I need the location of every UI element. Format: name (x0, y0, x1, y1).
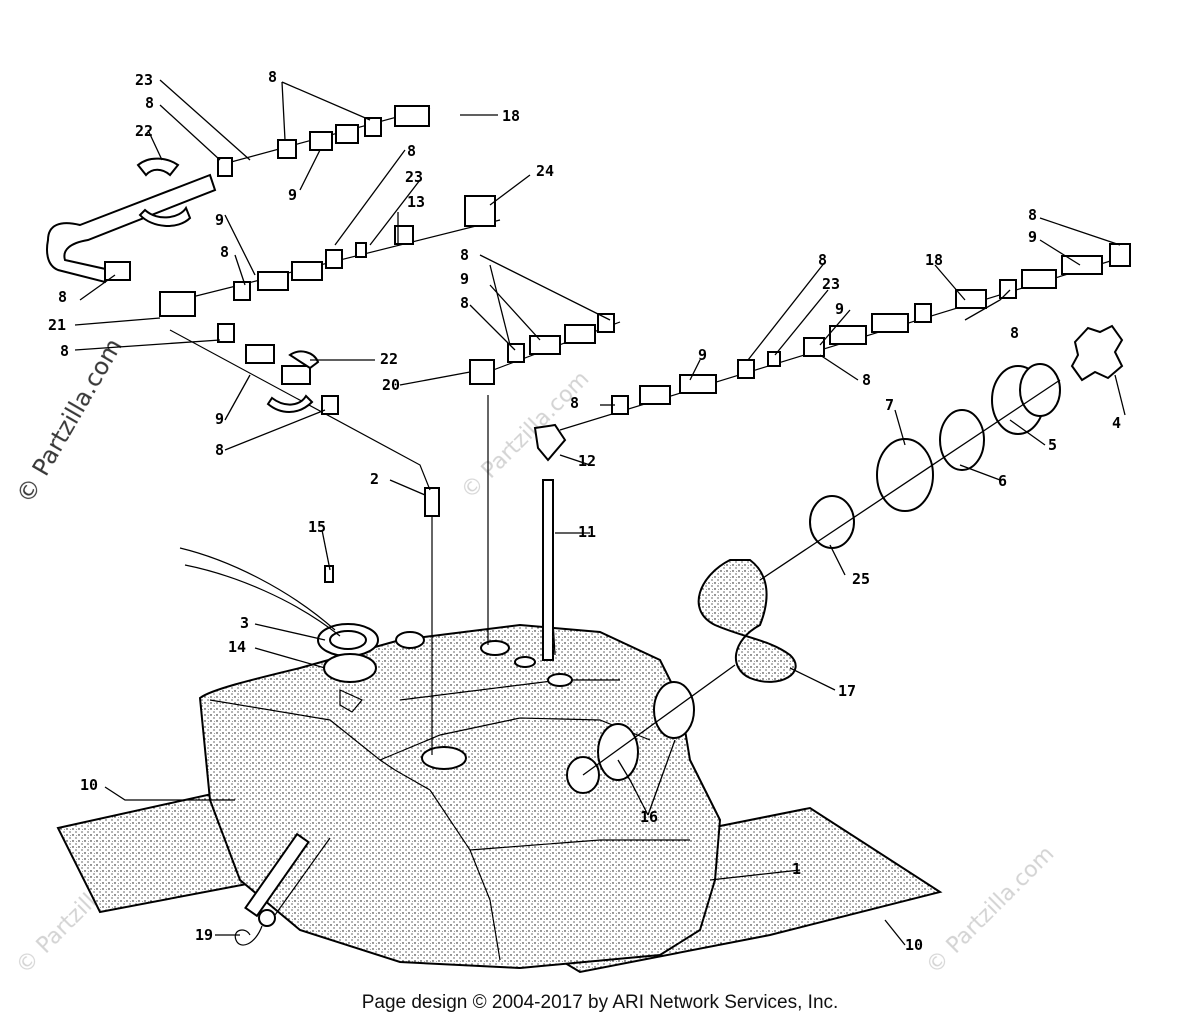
callout-14: 14 (228, 638, 246, 656)
callout-8: 8 (220, 243, 229, 261)
filler-neck-ring (876, 438, 934, 512)
callout-18: 18 (502, 107, 520, 125)
watermark-tile: © Partzilla.com (457, 367, 595, 505)
filler-neck (991, 363, 1061, 435)
callout-labels: 23 8 8 18 22 9 8 23 13 24 9 8 8 21 8 22 … (48, 68, 1121, 954)
callout-8: 8 (460, 294, 469, 312)
callout-9: 9 (215, 410, 224, 428)
fuel-cap (1070, 324, 1124, 382)
leader-lines (74, 79, 1126, 946)
callout-21: 21 (48, 316, 66, 334)
callout-11: 11 (578, 523, 596, 541)
callout-8: 8 (60, 342, 69, 360)
assembly-axis-clamps (582, 664, 736, 776)
callout-22: 22 (135, 122, 153, 140)
callout-9: 9 (835, 300, 844, 318)
callout-20: 20 (382, 376, 400, 394)
callout-9: 9 (215, 211, 224, 229)
filler-hose (697, 559, 797, 683)
callout-8: 8 (1028, 206, 1037, 224)
callout-18: 18 (925, 251, 943, 269)
callout-8: 8 (268, 68, 277, 86)
callout-19: 19 (195, 926, 213, 944)
callout-10: 10 (80, 776, 98, 794)
watermark-side: © Partzilla.com (11, 334, 128, 508)
callout-22: 22 (380, 350, 398, 368)
pickup-tubes (424, 395, 567, 755)
callout-8: 8 (215, 441, 224, 459)
callout-15: 15 (308, 518, 326, 536)
hose-clamp-upper (653, 681, 695, 739)
callout-10: 10 (905, 936, 923, 954)
callout-8: 8 (407, 142, 416, 160)
callout-5: 5 (1048, 436, 1057, 454)
fuel-line-assembly (46, 105, 1131, 491)
callout-23: 23 (822, 275, 840, 293)
hose-clamp-lower (597, 723, 639, 781)
callout-8: 8 (570, 394, 579, 412)
fuel-tank (198, 623, 722, 970)
callout-23: 23 (135, 71, 153, 89)
callout-24: 24 (536, 162, 554, 180)
callout-8: 8 (1010, 324, 1019, 342)
callout-3: 3 (240, 614, 249, 632)
callout-12: 12 (578, 452, 596, 470)
copyright-credit: Page design © 2004-2017 by ARI Network S… (361, 992, 839, 1013)
callout-8: 8 (460, 246, 469, 264)
callout-8: 8 (58, 288, 67, 306)
callout-13: 13 (407, 193, 425, 211)
watermark-tile: © Partzilla.com (922, 842, 1060, 980)
callout-17: 17 (838, 682, 856, 700)
callout-8: 8 (862, 371, 871, 389)
callout-9: 9 (1028, 228, 1037, 246)
assembly-axis-filler (759, 379, 1061, 581)
callout-8: 8 (145, 94, 154, 112)
callout-1: 1 (792, 860, 801, 878)
callout-9: 9 (460, 270, 469, 288)
callout-4: 4 (1112, 414, 1121, 432)
callout-7: 7 (885, 396, 894, 414)
callout-9: 9 (698, 346, 707, 364)
callout-8: 8 (818, 251, 827, 269)
filler-gasket (939, 409, 985, 471)
callout-6: 6 (998, 472, 1007, 490)
callout-2: 2 (370, 470, 379, 488)
callout-23: 23 (405, 168, 423, 186)
callout-25: 25 (852, 570, 870, 588)
callout-16: 16 (640, 808, 658, 826)
float-arm (234, 832, 331, 946)
callout-9: 9 (288, 186, 297, 204)
